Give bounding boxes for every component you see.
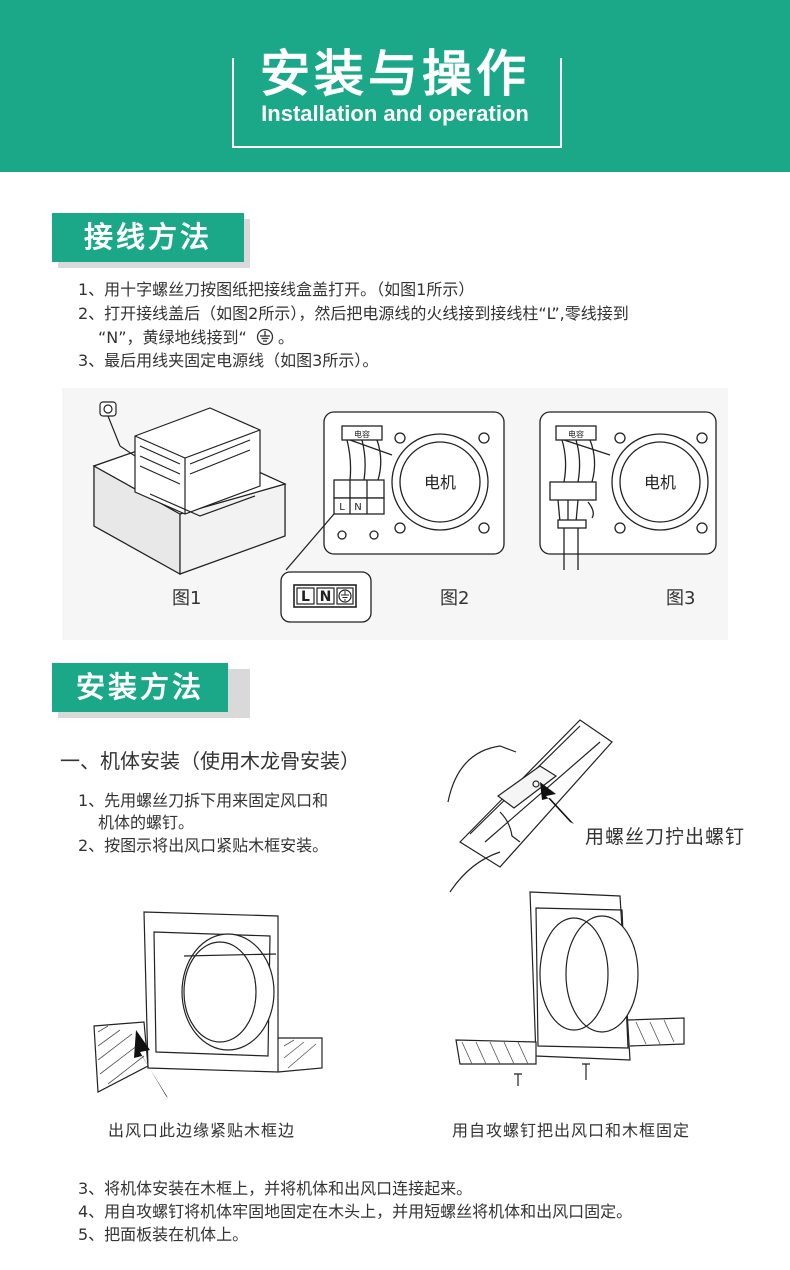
fig1-caption: 图1 — [172, 588, 202, 609]
install-step-3: 3、将机体安装在木框上，并将机体和出风口连接起来。 — [78, 1179, 473, 1198]
callout-terminal-n: N — [320, 589, 332, 605]
header-frame — [232, 58, 562, 148]
self-tapping-screw-illustration — [455, 891, 685, 1086]
header-banner: 安装与操作 Installation and operation — [0, 0, 790, 172]
page-subtitle: Installation and operation — [261, 101, 529, 126]
ground-symbol-icon — [256, 328, 274, 346]
fig2-wiring-diagram: 电容 电机 L N — [285, 411, 505, 571]
fig3-wiring-diagram: 电容 电机 — [539, 411, 717, 570]
section-title-wiring: 接线方法 — [52, 213, 244, 262]
outlet-against-frame-illustration — [93, 911, 323, 1098]
fig1-junction-box-illustration — [92, 401, 287, 576]
install-step-5: 5、把面板装在机体上。 — [78, 1225, 249, 1244]
section-title-install: 安装方法 — [52, 663, 228, 712]
screw-removal-illustration — [447, 719, 613, 893]
terminal-block-callout: L N — [280, 571, 372, 623]
fig3-capacitor-label: 电容 — [568, 429, 584, 439]
wiring-step-2-suffix: 。 — [277, 328, 294, 347]
install-step-1-cont: 机体的螺钉。 — [98, 813, 195, 832]
fig2-terminal-l: L — [339, 502, 345, 513]
callout-ground-icon — [338, 589, 352, 603]
install-step-4: 4、用自攻螺钉将机体牢固地固定在木头上，并用短螺丝将机体和出风口固定。 — [78, 1202, 633, 1221]
callout-terminal-l: L — [301, 589, 310, 605]
fig3-motor-label: 电机 — [644, 473, 676, 492]
fig2-capacitor-label: 电容 — [354, 429, 370, 439]
fig3-caption: 图3 — [666, 588, 696, 609]
wiring-step-2-text: “N”，黄绿地线接到“ — [98, 328, 247, 347]
wiring-step-2: 2、打开接线盖后（如图2所示），然后把电源线的火线接到接线柱“L”,零线接到 — [78, 304, 629, 323]
install-step-2: 2、按图示将出风口紧贴木框安装。 — [78, 836, 329, 855]
wiring-step-3: 3、最后用线夹固定电源线（如图3所示）。 — [78, 351, 379, 370]
wiring-step-1: 1、用十字螺丝刀按图纸把接线盒盖打开。（如图1所示） — [78, 280, 475, 299]
screw-removal-note: 用螺丝刀拧出螺钉 — [585, 826, 746, 848]
fig2-terminal-n: N — [354, 502, 361, 513]
wiring-step-2-cont: “N”，黄绿地线接到“ 。 — [98, 324, 294, 348]
caption-outlet-edge: 出风口此边缘紧贴木框边 — [108, 1121, 296, 1140]
caption-self-tapping-screw: 用自攻螺钉把出风口和木框固定 — [452, 1121, 691, 1140]
install-subheading: 一、机体安装（使用木龙骨安装） — [60, 749, 360, 773]
fig2-motor-label: 电机 — [424, 473, 456, 492]
page-title: 安装与操作 — [0, 34, 790, 106]
install-step-1: 1、先用螺丝刀拆下用来固定风口和 — [78, 791, 329, 810]
fig2-caption: 图2 — [440, 588, 470, 609]
